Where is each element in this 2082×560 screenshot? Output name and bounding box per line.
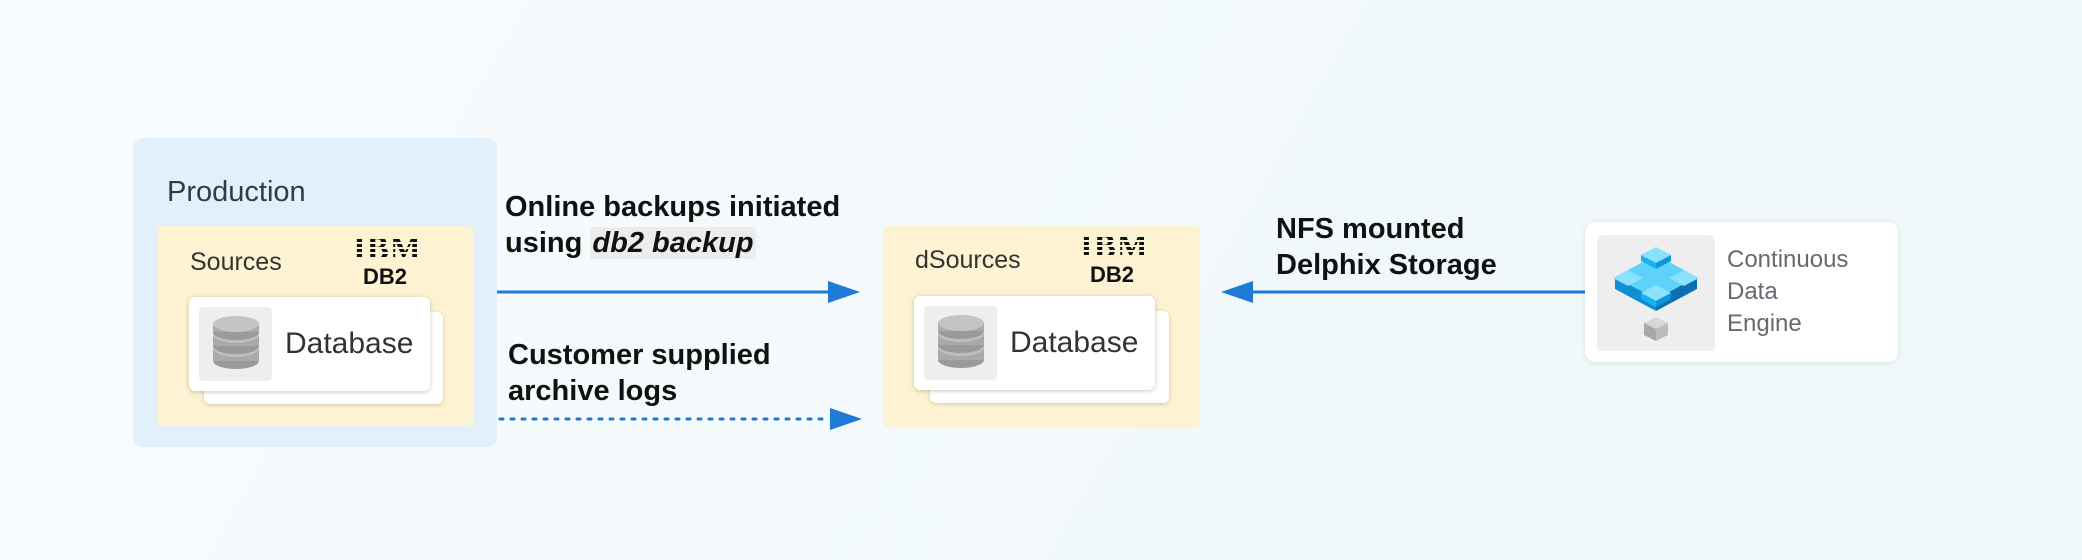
production-zone: Production Sources IBM DB2 [133,138,497,447]
continuous-data-engine: Continuous Data Engine [1585,222,1898,362]
dsources-panel: dSources IBM DB2 Database [883,226,1200,428]
db2-logo-text: DB2 [1089,262,1134,287]
nfs-arrow [1221,281,1585,303]
engine-label-line2: Data [1727,278,1778,305]
archive-logs-arrow [498,408,862,430]
ibm-db2-logo: IBM DB2 [353,231,422,290]
nfs-label: NFS mounted Delphix Storage [1276,211,1497,283]
engine-label-line1: Continuous [1727,246,1849,273]
archive-logs-label: Customer supplied archive logs [508,337,771,409]
archive-logs-line2: archive logs [508,375,678,407]
production-title: Production [167,176,306,208]
nfs-line1: NFS mounted [1276,213,1465,245]
database-label: Database [285,327,414,360]
database-card: Database [914,296,1155,390]
sources-label: Sources [190,248,282,276]
delphix-engine-icon [1597,235,1715,351]
sources-panel: Sources IBM DB2 Database [157,226,474,426]
online-backup-prefix: using [505,227,591,259]
database-icon [199,307,272,381]
online-backup-line2: using db2 backup [505,225,840,261]
db2-backup-command: db2 backup [590,227,756,259]
database-icon [924,306,997,380]
database-card: Database [189,297,430,391]
online-backup-arrow [497,281,860,303]
online-backup-label: Online backups initiated using db2 backu… [505,189,840,261]
engine-label-line3: Engine [1727,310,1802,337]
ibm-logo-text: IBM [353,231,422,267]
nfs-line2: Delphix Storage [1276,249,1497,281]
archive-logs-line1: Customer supplied [508,339,771,371]
online-backup-line1: Online backups initiated [505,191,841,223]
database-label: Database [1010,326,1139,359]
ibm-db2-logo: IBM DB2 [1080,229,1149,288]
engine-label: Continuous Data Engine [1727,244,1848,340]
db2-logo-text: DB2 [362,264,407,289]
dsources-label: dSources [915,246,1021,274]
ibm-logo-text: IBM [1080,229,1149,265]
